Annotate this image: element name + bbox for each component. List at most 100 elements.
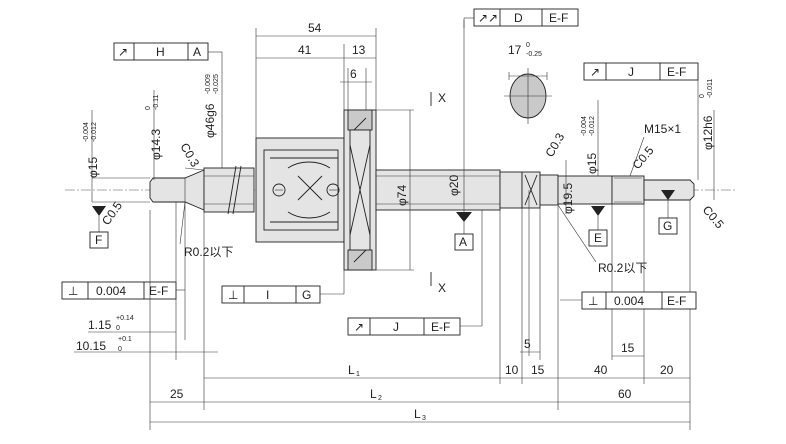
ball-nut (255, 137, 345, 243)
svg-text:↗: ↗ (118, 45, 128, 59)
flange (343, 109, 377, 271)
svg-text:0: 0 (145, 106, 152, 110)
svg-text:0.004: 0.004 (96, 284, 126, 298)
svg-text:2: 2 (378, 395, 382, 402)
svg-text:0: 0 (526, 42, 530, 49)
svg-text:L: L (370, 387, 377, 401)
svg-text:C0.3: C0.3 (542, 130, 567, 159)
svg-text:L: L (414, 407, 421, 421)
svg-text:↗↗: ↗↗ (478, 11, 498, 25)
svg-text:φ12h6: φ12h6 (701, 115, 715, 150)
svg-text:-0.009: -0.009 (205, 74, 212, 94)
svg-text:C0.3: C0.3 (177, 141, 202, 170)
svg-text:⊥: ⊥ (588, 294, 598, 308)
svg-text:-0.012: -0.012 (589, 116, 596, 136)
svg-text:-0.025: -0.025 (213, 74, 220, 94)
section-view: 17 0 -0.25 (504, 42, 552, 124)
svg-text:15: 15 (531, 363, 545, 377)
svg-text:φ15: φ15 (585, 153, 599, 174)
svg-text:I: I (266, 288, 269, 302)
svg-text:1: 1 (356, 371, 360, 378)
svg-text:40: 40 (594, 363, 608, 377)
svg-text:↗: ↗ (590, 65, 600, 79)
svg-text:J: J (628, 65, 634, 79)
svg-text:C0.5: C0.5 (700, 203, 727, 232)
svg-text:-0.012: -0.012 (91, 122, 98, 142)
left-journal (149, 165, 255, 215)
svg-text:C0.5: C0.5 (630, 143, 657, 172)
bottom-dimensions: L 1 10 15 5 15 40 20 25 L 2 60 L 3 (150, 190, 691, 430)
svg-text:+0.14: +0.14 (116, 315, 134, 322)
svg-text:25: 25 (170, 387, 184, 401)
frame-h-a: ↗ H A (113, 42, 223, 168)
r02-left: R0.2以下 (184, 245, 233, 259)
svg-text:0: 0 (116, 325, 120, 332)
svg-text:C0.5: C0.5 (99, 199, 125, 228)
datum-a: A (459, 235, 467, 249)
svg-text:⊥: ⊥ (68, 284, 78, 298)
svg-text:φ19.5: φ19.5 (561, 183, 575, 214)
dim-54: 54 (308, 21, 322, 35)
svg-text:φ46g6: φ46g6 (203, 103, 217, 138)
svg-text:-0.11: -0.11 (153, 94, 160, 110)
svg-text:D: D (514, 11, 523, 25)
svg-text:⊥: ⊥ (228, 288, 238, 302)
dim-6: 6 (350, 67, 357, 81)
svg-text:5: 5 (524, 337, 531, 351)
svg-text:A: A (193, 45, 201, 59)
frame-d-ef: ↗↗ D E-F (463, 8, 579, 28)
svg-text:1.15: 1.15 (88, 318, 112, 332)
dim-13: 13 (352, 43, 366, 57)
svg-text:+0.1: +0.1 (118, 336, 132, 343)
dim-phi74: φ74 (376, 109, 414, 271)
datum-f: F (95, 233, 102, 247)
svg-text:60: 60 (618, 387, 632, 401)
svg-text:L: L (348, 363, 355, 377)
svg-text:0.004: 0.004 (614, 294, 644, 308)
svg-text:φ15: φ15 (86, 157, 100, 178)
section-x-bottom: X (438, 281, 446, 295)
svg-text:E-F: E-F (667, 294, 686, 308)
frame-perp-right: ⊥ 0.004 E-F (560, 291, 697, 310)
dim-17: 17 (508, 43, 522, 57)
svg-text:-0.011: -0.011 (707, 79, 714, 98)
svg-text:-0.004: -0.004 (83, 122, 90, 142)
screw-shaft (375, 169, 559, 211)
svg-text:M15×1: M15×1 (644, 122, 681, 136)
top-dimensions: 54 41 13 6 (255, 21, 377, 138)
svg-text:0: 0 (118, 346, 122, 353)
svg-text:J: J (393, 320, 399, 334)
svg-text:-0.25: -0.25 (526, 51, 542, 58)
svg-text:E-F: E-F (149, 284, 168, 298)
svg-text:↗: ↗ (354, 320, 364, 334)
svg-text:E-F: E-F (431, 320, 450, 334)
svg-text:10: 10 (505, 363, 519, 377)
svg-text:10.15: 10.15 (76, 339, 106, 353)
svg-text:φ14.3: φ14.3 (149, 129, 163, 160)
svg-text:G: G (302, 288, 311, 302)
frame-perp-i-g: ⊥ I G (221, 270, 345, 304)
frame-j-ef-bottom: ↗ J E-F (347, 210, 483, 336)
dim-phi20: φ20 A (447, 20, 474, 251)
section-marks: X X (430, 91, 446, 295)
dim-41: 41 (298, 43, 312, 57)
svg-text:φ20: φ20 (447, 175, 461, 196)
svg-text:3: 3 (422, 415, 426, 422)
svg-text:15: 15 (621, 341, 635, 355)
svg-text:H: H (156, 45, 165, 59)
r02-right: R0.2以下 (598, 261, 647, 275)
svg-text:0: 0 (699, 94, 706, 98)
frame-j-ef-top: ↗ J E-F (583, 62, 699, 180)
svg-text:E-F: E-F (667, 65, 686, 79)
datum-g: G (663, 219, 672, 233)
svg-text:20: 20 (660, 363, 674, 377)
section-x-top: X (438, 91, 446, 105)
svg-text:E-F: E-F (549, 11, 568, 25)
datum-e: E (594, 231, 602, 245)
frame-perp-left: ⊥ 0.004 E-F (61, 281, 185, 300)
svg-text:φ74: φ74 (395, 185, 409, 206)
left-diameters: φ15 -0.004 -0.012 φ14.3 0 -0.11 φ46g6 -0… (83, 74, 233, 259)
svg-text:-0.004: -0.004 (581, 116, 588, 136)
